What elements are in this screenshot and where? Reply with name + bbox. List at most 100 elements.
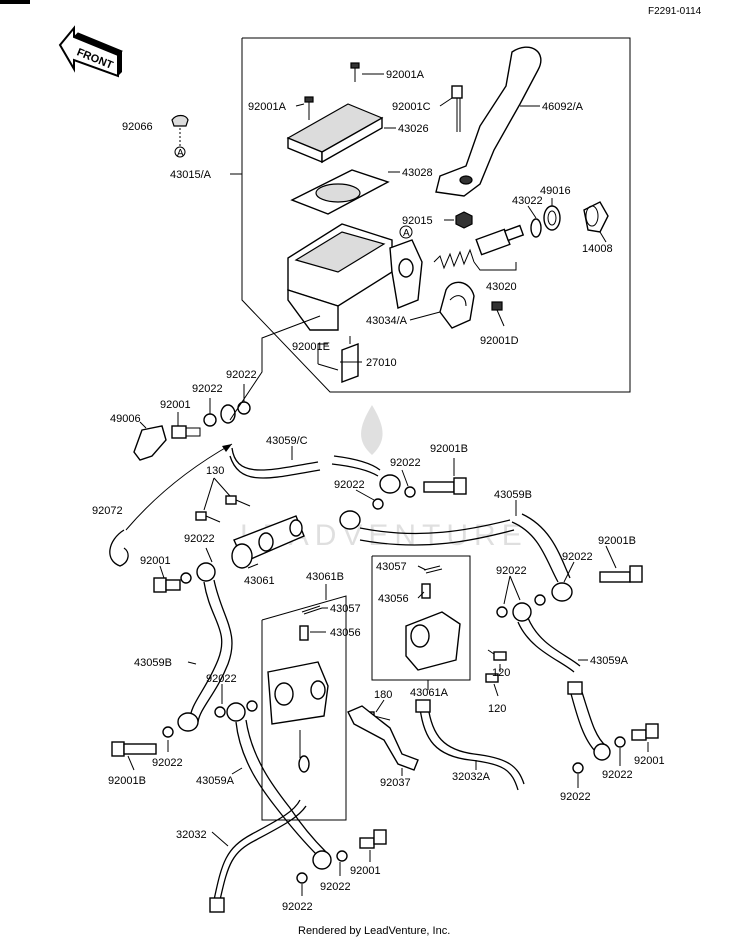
washer-92022-g2 (246, 700, 258, 712)
banjo-bolt-92001-a (171, 425, 201, 439)
bolt-92001D (491, 301, 505, 327)
hose-43059A-lower (235, 721, 319, 857)
label-43059B-b: 43059B (134, 657, 172, 669)
valve-43061B-group-box (261, 595, 347, 821)
nut-92015 (455, 211, 473, 229)
bolt-120-b (485, 673, 499, 683)
label-43057-b: 43057 (376, 561, 407, 573)
leader-lines (127, 73, 649, 896)
bolt-92001B-a (423, 477, 467, 495)
washer-92022-c (404, 486, 416, 498)
bracket-92037 (347, 705, 419, 771)
label-92022-i: 92022 (152, 757, 183, 769)
reservoir-cap-43026 (286, 103, 384, 164)
callout-a-top: A (403, 228, 410, 239)
valve-43056-b (421, 583, 431, 599)
brake-switch-27010 (341, 336, 359, 384)
label-92022-k: 92022 (602, 769, 633, 781)
pivot-bolt-92001C (451, 85, 463, 132)
clip-43057-a (301, 605, 323, 615)
washer-92022-l (296, 872, 308, 884)
label-92001-d: 92001 (634, 755, 665, 767)
label-92001-b: 92001 (140, 555, 171, 567)
label-92001B-a: 92001B (430, 443, 468, 455)
label-43020: 43020 (486, 281, 517, 293)
master-cylinder-body-43015A (287, 223, 423, 331)
label-92022-h: 92022 (206, 673, 237, 685)
clip-43057-b (423, 565, 443, 574)
label-92001-a: 92001 (160, 399, 191, 411)
master-cylinder-group-box (241, 37, 631, 393)
washer-92022-e (180, 572, 192, 584)
label-43015A: 43015/A (170, 169, 212, 181)
washer-92022-k (614, 736, 626, 748)
label-120-a: 120 (492, 667, 510, 679)
bolt-120-a (487, 649, 507, 661)
banjo-fitting-mid (339, 510, 361, 530)
label-43057-a: 43057 (330, 603, 361, 615)
label-46092A: 46092/A (542, 101, 584, 113)
label-14008: 14008 (582, 243, 613, 255)
dust-boot-43022 (530, 218, 542, 238)
label-32032A: 32032A (452, 771, 491, 783)
hose-43059C (231, 447, 319, 471)
banjo-boot-49006 (133, 425, 167, 461)
banjo-fitting-bottom (312, 850, 332, 870)
callout-a-left: A (177, 148, 184, 159)
label-92072: 92072 (92, 505, 123, 517)
label-49006: 49006 (110, 413, 141, 425)
label-92001C: 92001C (392, 101, 431, 113)
washer-92022-b (237, 401, 251, 415)
label-92022-j: 92022 (320, 881, 351, 893)
label-43059A-a: 43059A (590, 655, 629, 667)
bolt-130-b (195, 511, 221, 523)
washer-92022-h (534, 594, 546, 606)
hose-43059C-right (333, 455, 381, 471)
label-43034A: 43034/A (366, 315, 408, 327)
corner-mark (0, 0, 30, 4)
valve-43061B (267, 661, 329, 725)
bolt-92001-d (631, 723, 659, 741)
banjo-bolt-92001-b (153, 577, 181, 593)
label-43028: 43028 (402, 167, 433, 179)
washer-92022-j (336, 850, 348, 862)
bolt-130-a (225, 495, 251, 507)
label-92001A-left: 92001A (248, 101, 287, 113)
label-92001B-c: 92001B (108, 775, 146, 787)
banjo-fitting-lower-left (177, 712, 199, 732)
label-43059B-a: 43059B (494, 489, 532, 501)
banjo-fitting-right-side (551, 582, 573, 602)
joint-43061 (231, 515, 305, 569)
label-130: 130 (206, 465, 224, 477)
washer-92022-f (162, 726, 174, 738)
clip-leader-arrow (125, 443, 233, 531)
clamp-43034A (439, 281, 475, 329)
footer-credit: Rendered by LeadVenture, Inc. (298, 925, 450, 937)
label-120-b: 120 (488, 703, 506, 715)
banjo-fitting-right (379, 474, 401, 494)
label-92037: 92037 (380, 777, 411, 789)
label-43061: 43061 (244, 575, 275, 587)
washer-92022-a (203, 413, 217, 427)
valve-43061A (405, 611, 461, 671)
bolt-92001B-c (111, 741, 157, 757)
hose-43059B-upper (359, 519, 511, 535)
label-92022-g: 92022 (496, 565, 527, 577)
screw-92001A-top (350, 62, 360, 82)
piston-assembly-43020 (433, 224, 525, 270)
label-92022-b: 92022 (192, 383, 223, 395)
pipe-32032A (419, 707, 519, 791)
label-92001D: 92001D (480, 335, 519, 347)
label-92001-c: 92001 (350, 865, 381, 877)
label-92022-f: 92022 (562, 551, 593, 563)
callout-circle-a-top (399, 225, 413, 239)
label-43061A: 43061A (410, 687, 449, 699)
washer-92022-g (214, 706, 226, 718)
cover-14008 (583, 201, 609, 233)
diagram-code: F2291-0114 (648, 6, 702, 17)
cap-92066 (171, 114, 189, 158)
label-43056-b: 43056 (378, 593, 409, 605)
washer-49016 (543, 205, 561, 231)
label-92015: 92015 (402, 215, 433, 227)
valve-43061A-group-box (371, 555, 471, 681)
